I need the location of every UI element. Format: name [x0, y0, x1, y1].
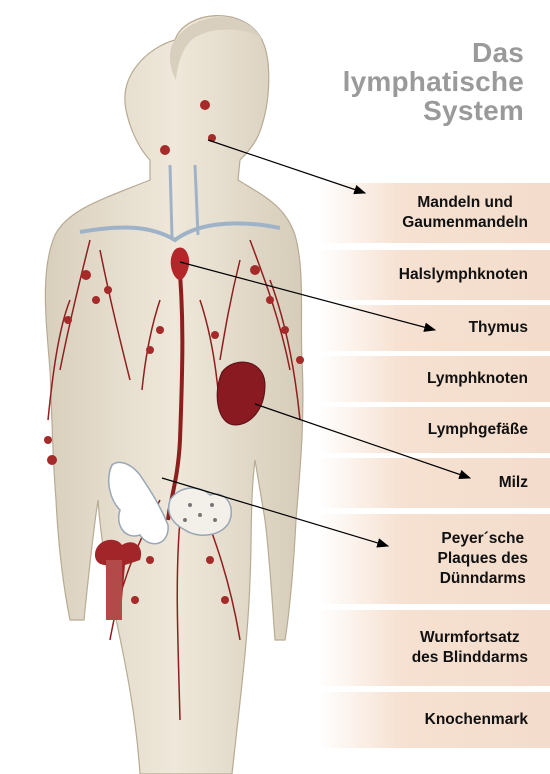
pointer-mandeln: [208, 140, 365, 193]
pointer-thymus: [180, 262, 435, 330]
pointer-milz: [255, 404, 470, 478]
pointer-peyersche-plaques: [162, 478, 388, 546]
